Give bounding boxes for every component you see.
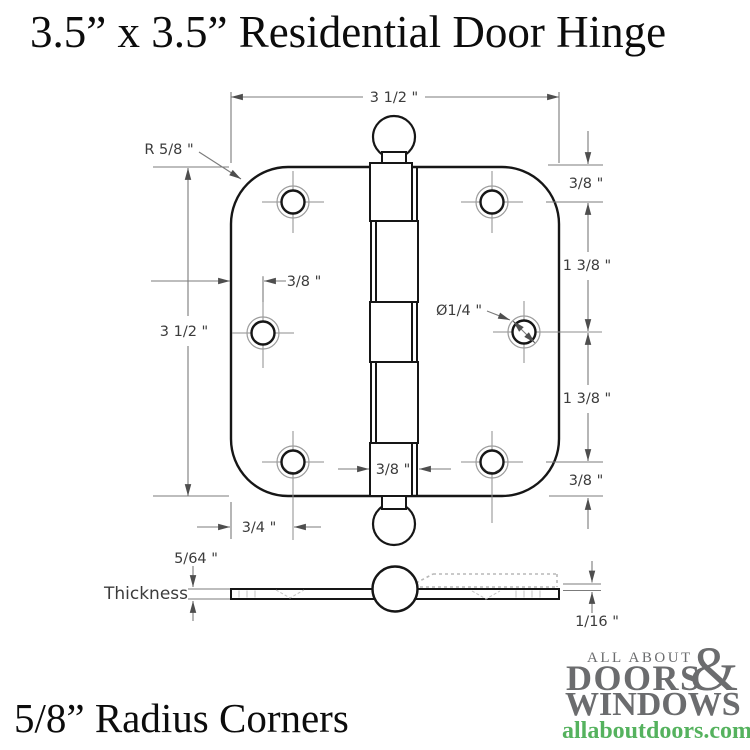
footer-note: 5/8” Radius Corners [14, 695, 349, 741]
dim-label-corner-radius: R 5/8 " [144, 142, 193, 158]
dim-edge-to-bottom-hole: 3/4 " [197, 502, 321, 539]
dim-label-lower-hole-spacing: 1 3/8 " [563, 391, 611, 407]
hinge-front-view [229, 114, 602, 547]
diameter-arrow [512, 320, 536, 344]
logo-line-all-about: ALL ABOUT [587, 650, 693, 666]
dim-label-pin-leaf-thickness: 1/16 " [575, 614, 619, 630]
dim-label-top-edge-to-hole: 3/8 " [569, 176, 604, 192]
dim-hole-diameter: Ø1/4 " [436, 303, 511, 321]
dim-knuckle-width: 3/8 " [338, 462, 451, 478]
dim-label-knuckle-width: 3/8 " [376, 462, 411, 478]
dim-label-leaf-thickness: 5/64 " [174, 551, 218, 567]
dim-label-thickness: Thickness [103, 584, 188, 604]
edge-view-folded-leaf-hidden [414, 573, 558, 588]
hinge-barrel [369, 162, 419, 497]
logo-ampersand: & [690, 636, 739, 704]
dim-overall-height: 3 1/2 " [153, 166, 229, 497]
dim-label-upper-hole-spacing: 1 3/8 " [563, 258, 611, 274]
logo: ALL ABOUT & DOORS WINDOWS allaboutdoors.… [560, 636, 750, 750]
logo-line-windows: WINDOWS [565, 686, 741, 723]
dim-overall-width: 3 1/2 " [230, 90, 560, 163]
dim-label-overall-width: 3 1/2 " [370, 90, 418, 106]
dim-label-hole-diameter: Ø1/4 " [436, 303, 482, 319]
bottom-finial-neck [381, 495, 407, 510]
screw-hole-top-right [461, 171, 523, 233]
dim-leaf-thickness: 5/64 " Thickness [103, 551, 230, 621]
dim-label-hole-to-bottom-edge: 3/8 " [569, 473, 604, 489]
dim-pin-leaf-thickness: 1/16 " [563, 561, 619, 630]
edge-view-knuckle [371, 565, 419, 613]
screw-hole-middle-left [232, 276, 294, 368]
dim-edge-to-middle-hole: 3/8 " [151, 274, 321, 302]
screw-hole-middle-right [493, 301, 602, 363]
logo-url: allaboutdoors.com [562, 718, 750, 744]
dim-right-column: 3/8 " 1 3/8 " 1 3/8 " 3/8 " [546, 131, 611, 529]
screw-hole-top-left [262, 171, 324, 233]
page-title: 3.5” x 3.5” Residential Door Hinge [30, 7, 667, 57]
dim-label-overall-height: 3 1/2 " [160, 324, 208, 340]
dim-label-edge-to-middle-hole: 3/8 " [287, 274, 322, 290]
screw-hole-bottom-left [262, 431, 324, 540]
dim-corner-radius: R 5/8 " [144, 142, 242, 180]
hinge-edge-view: 5/64 " Thickness 1/16 " [103, 551, 619, 630]
dim-label-edge-to-bottom-hole: 3/4 " [242, 520, 277, 536]
logo-line-doors: DOORS [566, 658, 702, 698]
screw-hole-bottom-right [461, 431, 523, 523]
dimension-annotations: 3 1/2 " R 5/8 " 3/8 " 1 3/8 " 1 3/8 " [144, 90, 611, 539]
